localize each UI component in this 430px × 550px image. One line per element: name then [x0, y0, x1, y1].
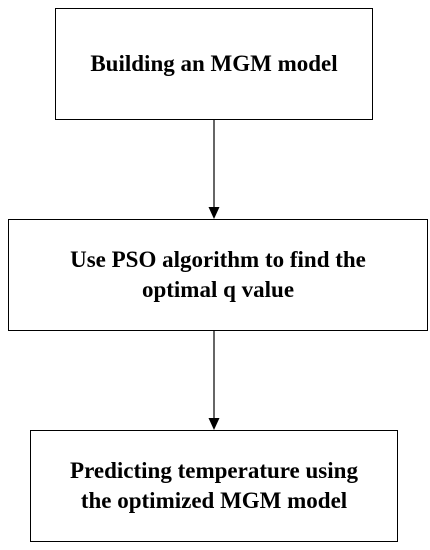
- step-2-line-2: optimal q value: [141, 277, 295, 302]
- step-pso-optimal-q: Use PSO algorithm to find the optimal q …: [8, 219, 428, 331]
- step-2-line-1: Use PSO algorithm to find the: [70, 247, 366, 272]
- step-1-line-1: Building an MGM model: [90, 51, 338, 76]
- step-predict-temperature: Predicting temperature using the optimiz…: [30, 430, 398, 542]
- step-3-text: Predicting temperature using the optimiz…: [70, 456, 358, 516]
- arrow-2-to-3: [208, 331, 220, 430]
- step-build-mgm-model: Building an MGM model: [55, 8, 373, 120]
- arrow-2-head: [208, 418, 220, 430]
- arrow-1-to-2: [208, 120, 220, 219]
- step-3-line-2: the optimized MGM model: [80, 488, 348, 513]
- step-2-text: Use PSO algorithm to find the optimal q …: [70, 245, 366, 305]
- arrow-1-head: [208, 207, 220, 219]
- step-3-line-1: Predicting temperature using: [70, 458, 358, 483]
